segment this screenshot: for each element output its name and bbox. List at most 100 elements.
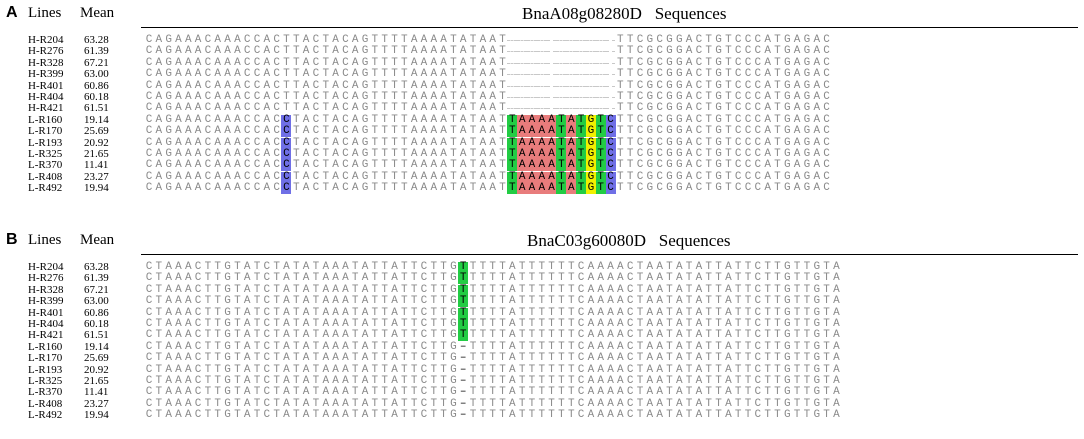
alignment-gap (605, 51, 616, 53)
nucleotide: A (165, 306, 172, 319)
nucleotide: C (194, 409, 202, 422)
alignment-gap (507, 97, 518, 98)
nucleotide: A (243, 409, 251, 422)
nucleotide: G (783, 329, 791, 342)
nucleotide: A (646, 363, 654, 376)
nucleotide: A (675, 397, 683, 410)
nucleotide: T (401, 375, 408, 387)
nucleotide: A (597, 295, 605, 308)
nucleotide: C (754, 306, 762, 319)
nucleotide: A (430, 182, 438, 195)
nucleotide: C (656, 91, 663, 103)
nucleotide: T (391, 125, 398, 138)
nucleotide: A (214, 56, 222, 69)
highlighted-nucleotide: A (566, 113, 577, 126)
nucleotide: T (401, 352, 408, 365)
nucleotide: C (243, 56, 251, 69)
nucleotide: G (646, 148, 654, 160)
nucleotide: A (685, 91, 693, 103)
nucleotide: A (459, 79, 467, 92)
nucleotide: T (499, 295, 506, 308)
nucleotide: T (734, 409, 742, 422)
nucleotide: A (302, 306, 310, 319)
nucleotide: A (420, 182, 428, 195)
nucleotide: G (803, 34, 811, 46)
nucleotide: T (469, 409, 477, 422)
nucleotide: T (371, 375, 379, 387)
nucleotide: A (685, 34, 693, 46)
nucleotide: C (420, 261, 428, 273)
nucleotide: C (420, 318, 428, 330)
nucleotide: G (450, 386, 457, 399)
nucleotide: G (224, 352, 231, 365)
nucleotide: T (351, 409, 359, 422)
nucleotide: T (155, 318, 163, 330)
nucleotide: T (371, 306, 379, 319)
nucleotide: A (302, 340, 310, 353)
nucleotide: T (155, 409, 163, 422)
nucleotide: A (342, 318, 349, 330)
nucleotide: T (440, 352, 447, 365)
nucleotide: T (292, 113, 300, 126)
nucleotide: T (499, 318, 506, 330)
nucleotide: A (302, 261, 310, 273)
nucleotide: T (283, 45, 290, 58)
nucleotide: T (518, 295, 526, 308)
nucleotide: C (656, 45, 663, 58)
nucleotide: C (204, 113, 212, 126)
nucleotide: T (617, 79, 624, 92)
nucleotide: T (469, 113, 477, 126)
nucleotide: T (489, 397, 496, 410)
nucleotide: T (617, 148, 624, 160)
nucleotide: T (371, 148, 379, 160)
nucleotide: T (410, 352, 418, 365)
highlighted-nucleotide: A (546, 113, 557, 126)
nucleotide: T (489, 306, 496, 319)
nucleotide: C (420, 352, 428, 365)
nucleotide: T (823, 340, 830, 353)
nucleotide: A (440, 91, 447, 103)
nucleotide: T (440, 306, 447, 319)
alignment-gap (526, 62, 537, 64)
nucleotide: T (391, 148, 398, 160)
nucleotide: A (165, 318, 172, 330)
nucleotide: A (813, 148, 821, 160)
nucleotide: C (194, 375, 202, 387)
nucleotide: A (224, 159, 231, 172)
nucleotide: T (774, 182, 781, 195)
nucleotide: A (165, 340, 172, 353)
nucleotide: A (440, 182, 447, 195)
nucleotide: T (273, 272, 280, 285)
nucleotide: A (322, 375, 330, 387)
nucleotide: C (243, 182, 251, 195)
nucleotide: A (833, 283, 840, 296)
nucleotide: A (459, 45, 467, 58)
nucleotide: T (636, 306, 644, 319)
nucleotide: C (145, 45, 153, 58)
nucleotide: T (705, 182, 713, 195)
nucleotide: A (342, 329, 349, 342)
nucleotide: A (440, 159, 447, 172)
nucleotide: T (253, 272, 261, 285)
nucleotide: A (332, 363, 339, 376)
nucleotide: A (410, 182, 418, 195)
nucleotide: C (253, 113, 261, 126)
nucleotide: T (371, 45, 379, 58)
nucleotide: T (155, 375, 163, 387)
nucleotide: A (597, 386, 605, 399)
nucleotide: A (725, 306, 732, 319)
nucleotide: A (175, 306, 182, 319)
nucleotide: A (361, 409, 369, 422)
nucleotide: C (420, 363, 428, 376)
nucleotide: A (646, 386, 654, 399)
nucleotide: A (351, 148, 359, 160)
highlighted-nucleotide: C (281, 182, 292, 195)
nucleotide: A (175, 91, 182, 103)
nucleotide: T (528, 397, 536, 410)
alignment-gap: – (459, 386, 467, 399)
nucleotide: G (715, 68, 722, 81)
nucleotide: T (666, 272, 673, 285)
nucleotide: T (430, 363, 438, 376)
nucleotide: C (695, 125, 703, 138)
